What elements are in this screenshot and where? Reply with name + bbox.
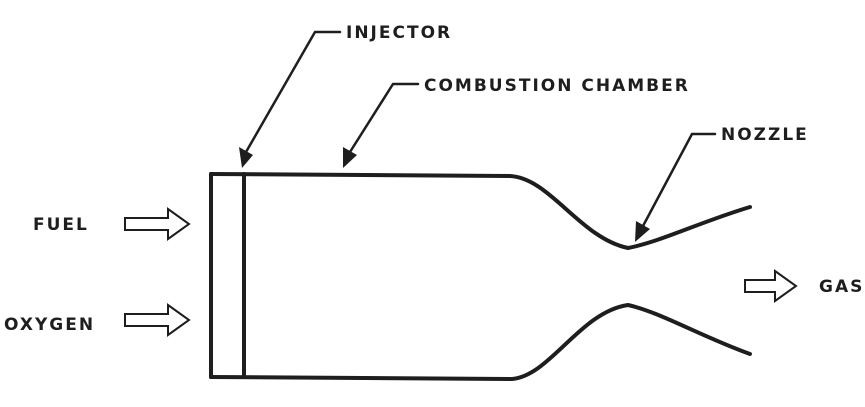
fuel-arrow-icon [124, 207, 191, 241]
combustion-chamber-leader-arrowhead [343, 147, 357, 168]
combustion-chamber-callout: COMBUSTION CHAMBER [343, 76, 690, 168]
nozzle-callout: NOZZLE [635, 125, 809, 242]
fuel-label: FUEL [33, 215, 89, 235]
gas-output: GAS [744, 269, 864, 303]
engine-body [209, 172, 752, 381]
nozzle-leader-arrowhead [635, 221, 650, 242]
combustion-chamber-leader [348, 82, 420, 154]
engine-lower-wall [209, 303, 752, 381]
injector-label: INJECTOR [346, 23, 452, 43]
injector-callout: INJECTOR [239, 23, 452, 168]
injector-leader-arrowhead [239, 147, 253, 168]
nozzle-label: NOZZLE [721, 125, 809, 145]
oxygen-input: OXYGEN [4, 303, 191, 337]
oxygen-label: OXYGEN [4, 315, 95, 335]
nozzle-leader [641, 132, 717, 228]
engine-upper-wall [209, 172, 752, 250]
oxygen-arrow-icon [124, 303, 191, 337]
fuel-input: FUEL [33, 207, 191, 241]
injector-leader [244, 30, 342, 154]
gas-arrow-icon [744, 269, 798, 303]
combustion-chamber-label: COMBUSTION CHAMBER [424, 76, 690, 96]
gas-label: GAS [819, 277, 864, 297]
